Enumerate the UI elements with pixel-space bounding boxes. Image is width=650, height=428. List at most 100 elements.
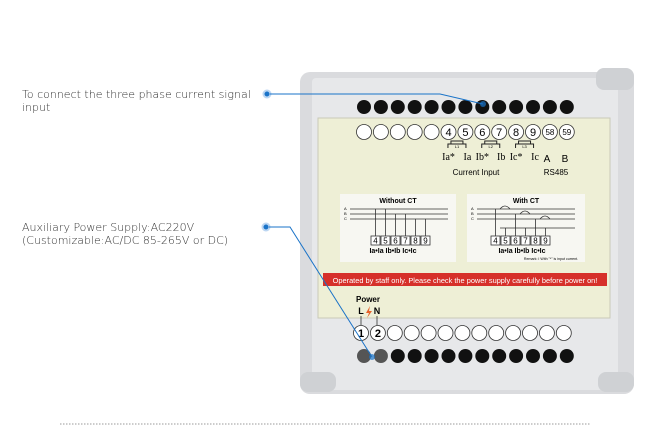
terminal — [353, 325, 369, 341]
screw-hole — [441, 100, 456, 114]
terminal — [525, 124, 541, 140]
diagram-terminal-number: 5 — [383, 237, 388, 246]
terminal — [539, 325, 555, 341]
screw-hole — [357, 100, 371, 114]
terminal — [508, 124, 524, 140]
diagram-terminal-number: 6 — [393, 237, 398, 246]
ct-label: L3 — [522, 144, 527, 149]
phase-label: A — [344, 206, 347, 211]
screw-hole — [542, 349, 557, 363]
power-label: Power — [356, 295, 380, 304]
callout-power-supply: Auxiliary Power Supply:AC220V (Customiza… — [22, 221, 228, 247]
diagram-terminal-number: 9 — [423, 237, 428, 246]
top-screw-holes — [357, 100, 574, 114]
screw-hole — [373, 100, 388, 114]
terminal — [386, 325, 403, 341]
rs485-b: B — [562, 154, 569, 165]
without-ct-caption: Ia•Ia Ib•Ib Ic•Ic — [369, 248, 416, 255]
current-label: Ic* — [510, 152, 523, 163]
screw-hole — [424, 349, 439, 363]
callout-text: To connect the three phase current signa… — [22, 88, 251, 101]
screw-hole — [390, 100, 405, 114]
phase-label: A — [471, 206, 474, 211]
ct-symbol — [515, 140, 535, 148]
screw-hole — [424, 100, 439, 114]
terminal-number: 4 — [445, 127, 451, 139]
ct-coil — [519, 210, 531, 215]
terminal-number: 2 — [375, 328, 381, 340]
diagram-terminal-number: 4 — [373, 237, 378, 246]
phase-label: B — [471, 211, 474, 216]
diagram-terminal-number: 4 — [493, 237, 498, 246]
terminal — [558, 124, 575, 140]
ct-coil — [499, 205, 511, 210]
diagram-terminal-number: 9 — [543, 237, 548, 246]
terminal-number: 7 — [496, 127, 502, 139]
screw-hole — [509, 100, 524, 114]
with-ct-remark: Remark: I With "*" is input current. — [524, 257, 578, 261]
terminal — [372, 124, 389, 140]
with-ct-title: With CT — [513, 198, 540, 205]
terminal — [454, 325, 471, 341]
screw-hole — [509, 349, 524, 363]
callout-text: (Customizable:AC/DC 85-265V or DC) — [22, 234, 229, 247]
terminal-number: 6 — [479, 127, 485, 139]
phase-label: B — [344, 211, 347, 216]
terminal — [457, 124, 474, 140]
terminal-number: 9 — [530, 127, 536, 139]
rs485-label: RS485 — [544, 168, 569, 177]
terminal — [389, 124, 406, 140]
current-input-label: Current Input — [453, 168, 500, 177]
screw-hole — [441, 349, 456, 363]
terminal — [555, 325, 572, 341]
diagram-terminal-number: 7 — [523, 237, 528, 246]
screw-hole — [492, 100, 507, 114]
screw-hole — [373, 349, 388, 363]
callout-text: input — [22, 101, 51, 114]
power-l: L — [358, 306, 364, 316]
clip — [598, 372, 634, 392]
screw-hole — [492, 349, 507, 363]
screw-hole — [407, 349, 422, 363]
callout-text: Auxiliary Power Supply:AC220V — [22, 221, 195, 234]
callout-dot — [261, 222, 271, 232]
screw-hole — [458, 100, 473, 114]
screw-hole — [526, 349, 540, 363]
screw-hole — [559, 349, 574, 363]
screw-hole — [526, 100, 540, 114]
current-label: Ic — [531, 152, 539, 163]
phase-label: C — [471, 216, 474, 221]
callout-dot — [262, 89, 272, 99]
with-ct-caption: Ia•Ia Ib•Ib Ic•Ic — [498, 248, 545, 255]
callout-current-input: To connect the three phase current signa… — [22, 88, 251, 114]
screw-hole — [357, 349, 371, 363]
lightning-icon — [366, 306, 372, 318]
diagram-terminal-number: 8 — [413, 237, 418, 246]
current-label: Ib* — [476, 152, 489, 163]
terminal — [437, 325, 454, 341]
ct-symbol — [447, 140, 467, 148]
terminal — [488, 325, 505, 341]
terminal — [471, 325, 488, 341]
current-label: Ib — [497, 152, 505, 163]
ct-coil — [539, 215, 551, 220]
screw-hole — [559, 100, 574, 114]
terminal — [491, 124, 508, 140]
diagram-terminal-number: 5 — [503, 237, 508, 246]
terminal-number: 8 — [513, 127, 519, 139]
diagram-terminal-number: 6 — [513, 237, 518, 246]
terminal — [542, 124, 558, 140]
terminal — [423, 124, 440, 140]
diagram-terminal-number: 8 — [533, 237, 538, 246]
power-n: N — [374, 306, 381, 316]
clip — [300, 372, 336, 392]
warning-banner — [323, 273, 607, 286]
clip — [596, 68, 634, 90]
screw-hole — [407, 100, 422, 114]
terminal — [440, 124, 457, 140]
ct-symbol — [481, 140, 501, 148]
ct-label: L1 — [455, 144, 460, 149]
